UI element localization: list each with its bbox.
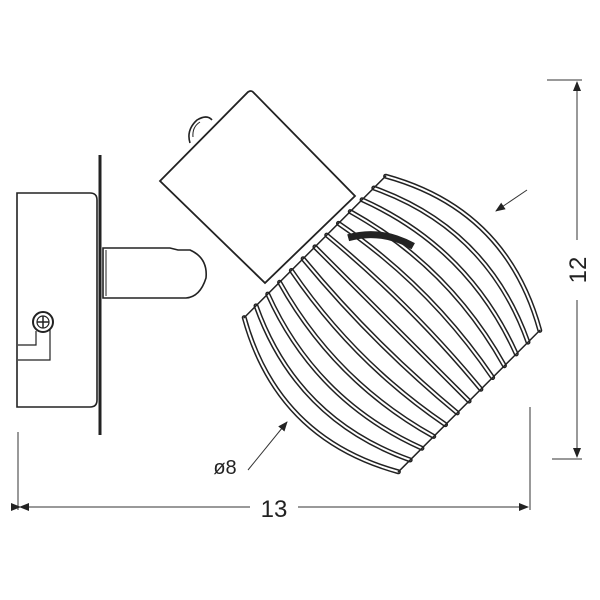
cage-rib-highlight (302, 257, 459, 414)
screw-icon (32, 311, 54, 333)
cage-rib-highlight (313, 245, 471, 403)
wall-mount-box (16, 155, 102, 435)
cage-rib-highlight (349, 210, 506, 367)
width-label: 13 (261, 496, 288, 523)
cage-rib-highlight (243, 316, 400, 473)
height-label: 12 (565, 257, 592, 284)
shade-rim (243, 175, 541, 473)
bulb-socket-shadow (347, 231, 415, 250)
height-dimension (547, 79, 582, 460)
cage-rib-highlight (255, 304, 412, 461)
cage-rib-highlight (266, 293, 423, 450)
cage-rib-highlight (337, 222, 494, 379)
cage-rib-highlight (384, 175, 541, 332)
cage-rib-highlight (372, 187, 529, 344)
cage-rib-highlight (278, 281, 435, 438)
cage-rib-highlight (325, 234, 482, 391)
cage-rib-highlight (361, 198, 518, 355)
lamp-head (158, 90, 357, 285)
diameter-leader (247, 189, 528, 471)
cage-shade (241, 173, 543, 475)
cage-rib-highlight (290, 269, 447, 426)
width-dimension (11, 407, 531, 511)
diameter-label: ø8 (213, 457, 236, 479)
arm (102, 247, 207, 299)
